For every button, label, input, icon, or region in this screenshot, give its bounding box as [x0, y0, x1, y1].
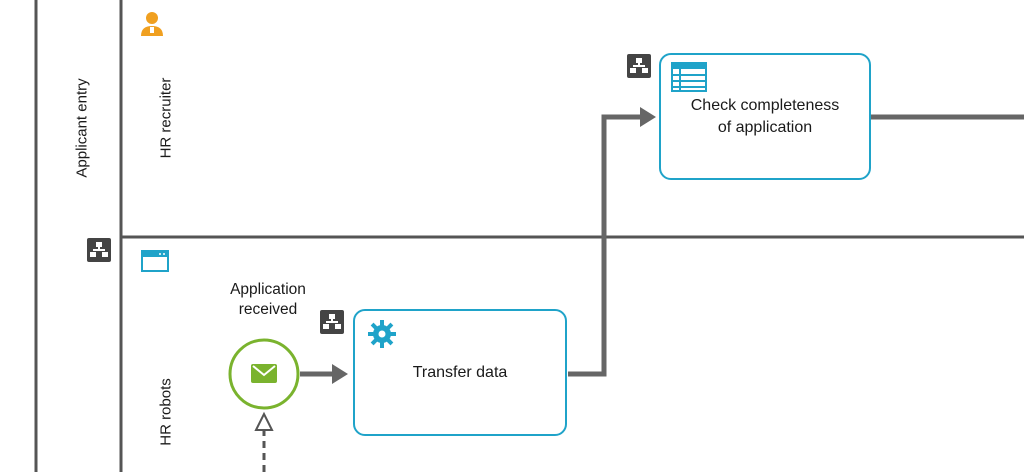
- hierarchy-icon: [627, 54, 651, 78]
- hierarchy-icon: [87, 238, 111, 262]
- task-label-line: of application: [717, 118, 813, 136]
- hierarchy-icon: [320, 310, 344, 334]
- person-icon: [141, 12, 163, 36]
- message-flow-arrowhead: [254, 411, 274, 431]
- task-label-line: Transfer data: [412, 363, 508, 381]
- event-label-line: received: [238, 301, 298, 318]
- task-transfer-data[interactable]: Transfer data: [353, 309, 567, 436]
- event-label-line: Application: [230, 281, 306, 298]
- window-icon: [141, 250, 169, 272]
- sequence-flow-transfer-to-check[interactable]: [568, 114, 641, 377]
- task-label: Transfer data: [403, 362, 518, 384]
- arrowhead-to-transfer: [332, 364, 348, 384]
- arrowhead-to-check: [640, 107, 656, 127]
- task-label: Check completeness of application: [681, 95, 850, 139]
- pool-label: Applicant entry: [73, 78, 91, 178]
- envelope-icon: [251, 364, 277, 383]
- start-event-label: Application received: [208, 280, 328, 320]
- gear-icon: [368, 320, 396, 348]
- table-icon: [671, 62, 707, 92]
- task-check-completeness[interactable]: Check completeness of application: [659, 53, 871, 180]
- task-label-line: Check completeness: [690, 96, 840, 114]
- lane-label-hr-robots: HR robots: [157, 378, 175, 446]
- lane-label-hr-recruiter: HR recruiter: [157, 77, 175, 159]
